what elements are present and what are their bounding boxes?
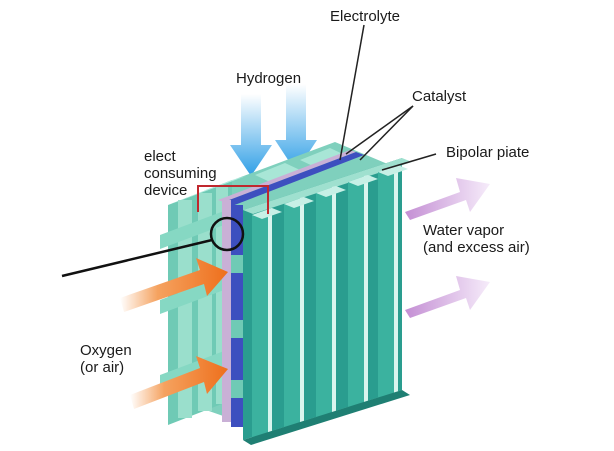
detail-pointer (61, 238, 213, 278)
bipolar-leader (381, 153, 437, 171)
device-label-line2: consuming (144, 165, 217, 182)
device-label: elect consuming device (144, 148, 234, 199)
electrolyte-leader (339, 24, 365, 161)
catalyst-front (222, 200, 231, 422)
oxygen-label: Oxygen (or air) (80, 342, 160, 376)
oxygen-arrows (120, 258, 228, 409)
bipolar-plate-label: Bipolar piate (446, 144, 530, 161)
leader-lines (339, 24, 437, 171)
hydrogen-arrow-left (230, 94, 272, 176)
vapor-arrow-bottom (405, 276, 490, 318)
catalyst-leader-2 (359, 105, 414, 161)
oxygen-arrow-bottom (130, 356, 228, 409)
hydrogen-label: Hydrogen (236, 70, 302, 87)
oxygen-label-line2: (or air) (80, 359, 125, 376)
hydrogen-arrows (230, 84, 317, 176)
catalyst-leader-1 (345, 105, 414, 155)
catalyst-label: Catalyst (412, 88, 467, 105)
membrane-layers (218, 150, 364, 427)
device-label-line3: device (144, 182, 188, 199)
water-vapor-line1: Water vapor (423, 222, 505, 239)
water-vapor-line2: (and excess air) (423, 239, 530, 256)
vapor-arrow-top (405, 178, 490, 220)
catalyst-layer (218, 150, 356, 202)
oxygen-arrow-top (120, 258, 228, 312)
electrolyte-label: Electrolyte (330, 8, 401, 25)
circuit-wire (197, 185, 269, 214)
electrolyte-layer (224, 152, 364, 206)
detail-circle (209, 216, 245, 252)
water-vapor-label: Water vapor (and excess air) (423, 222, 593, 256)
bipolar-plate (243, 158, 412, 445)
vapor-arrows (405, 178, 490, 318)
hydrogen-arrow-right (275, 84, 317, 172)
device-label-line1: elect (144, 148, 176, 165)
oxygen-label-line1: Oxygen (80, 342, 132, 359)
